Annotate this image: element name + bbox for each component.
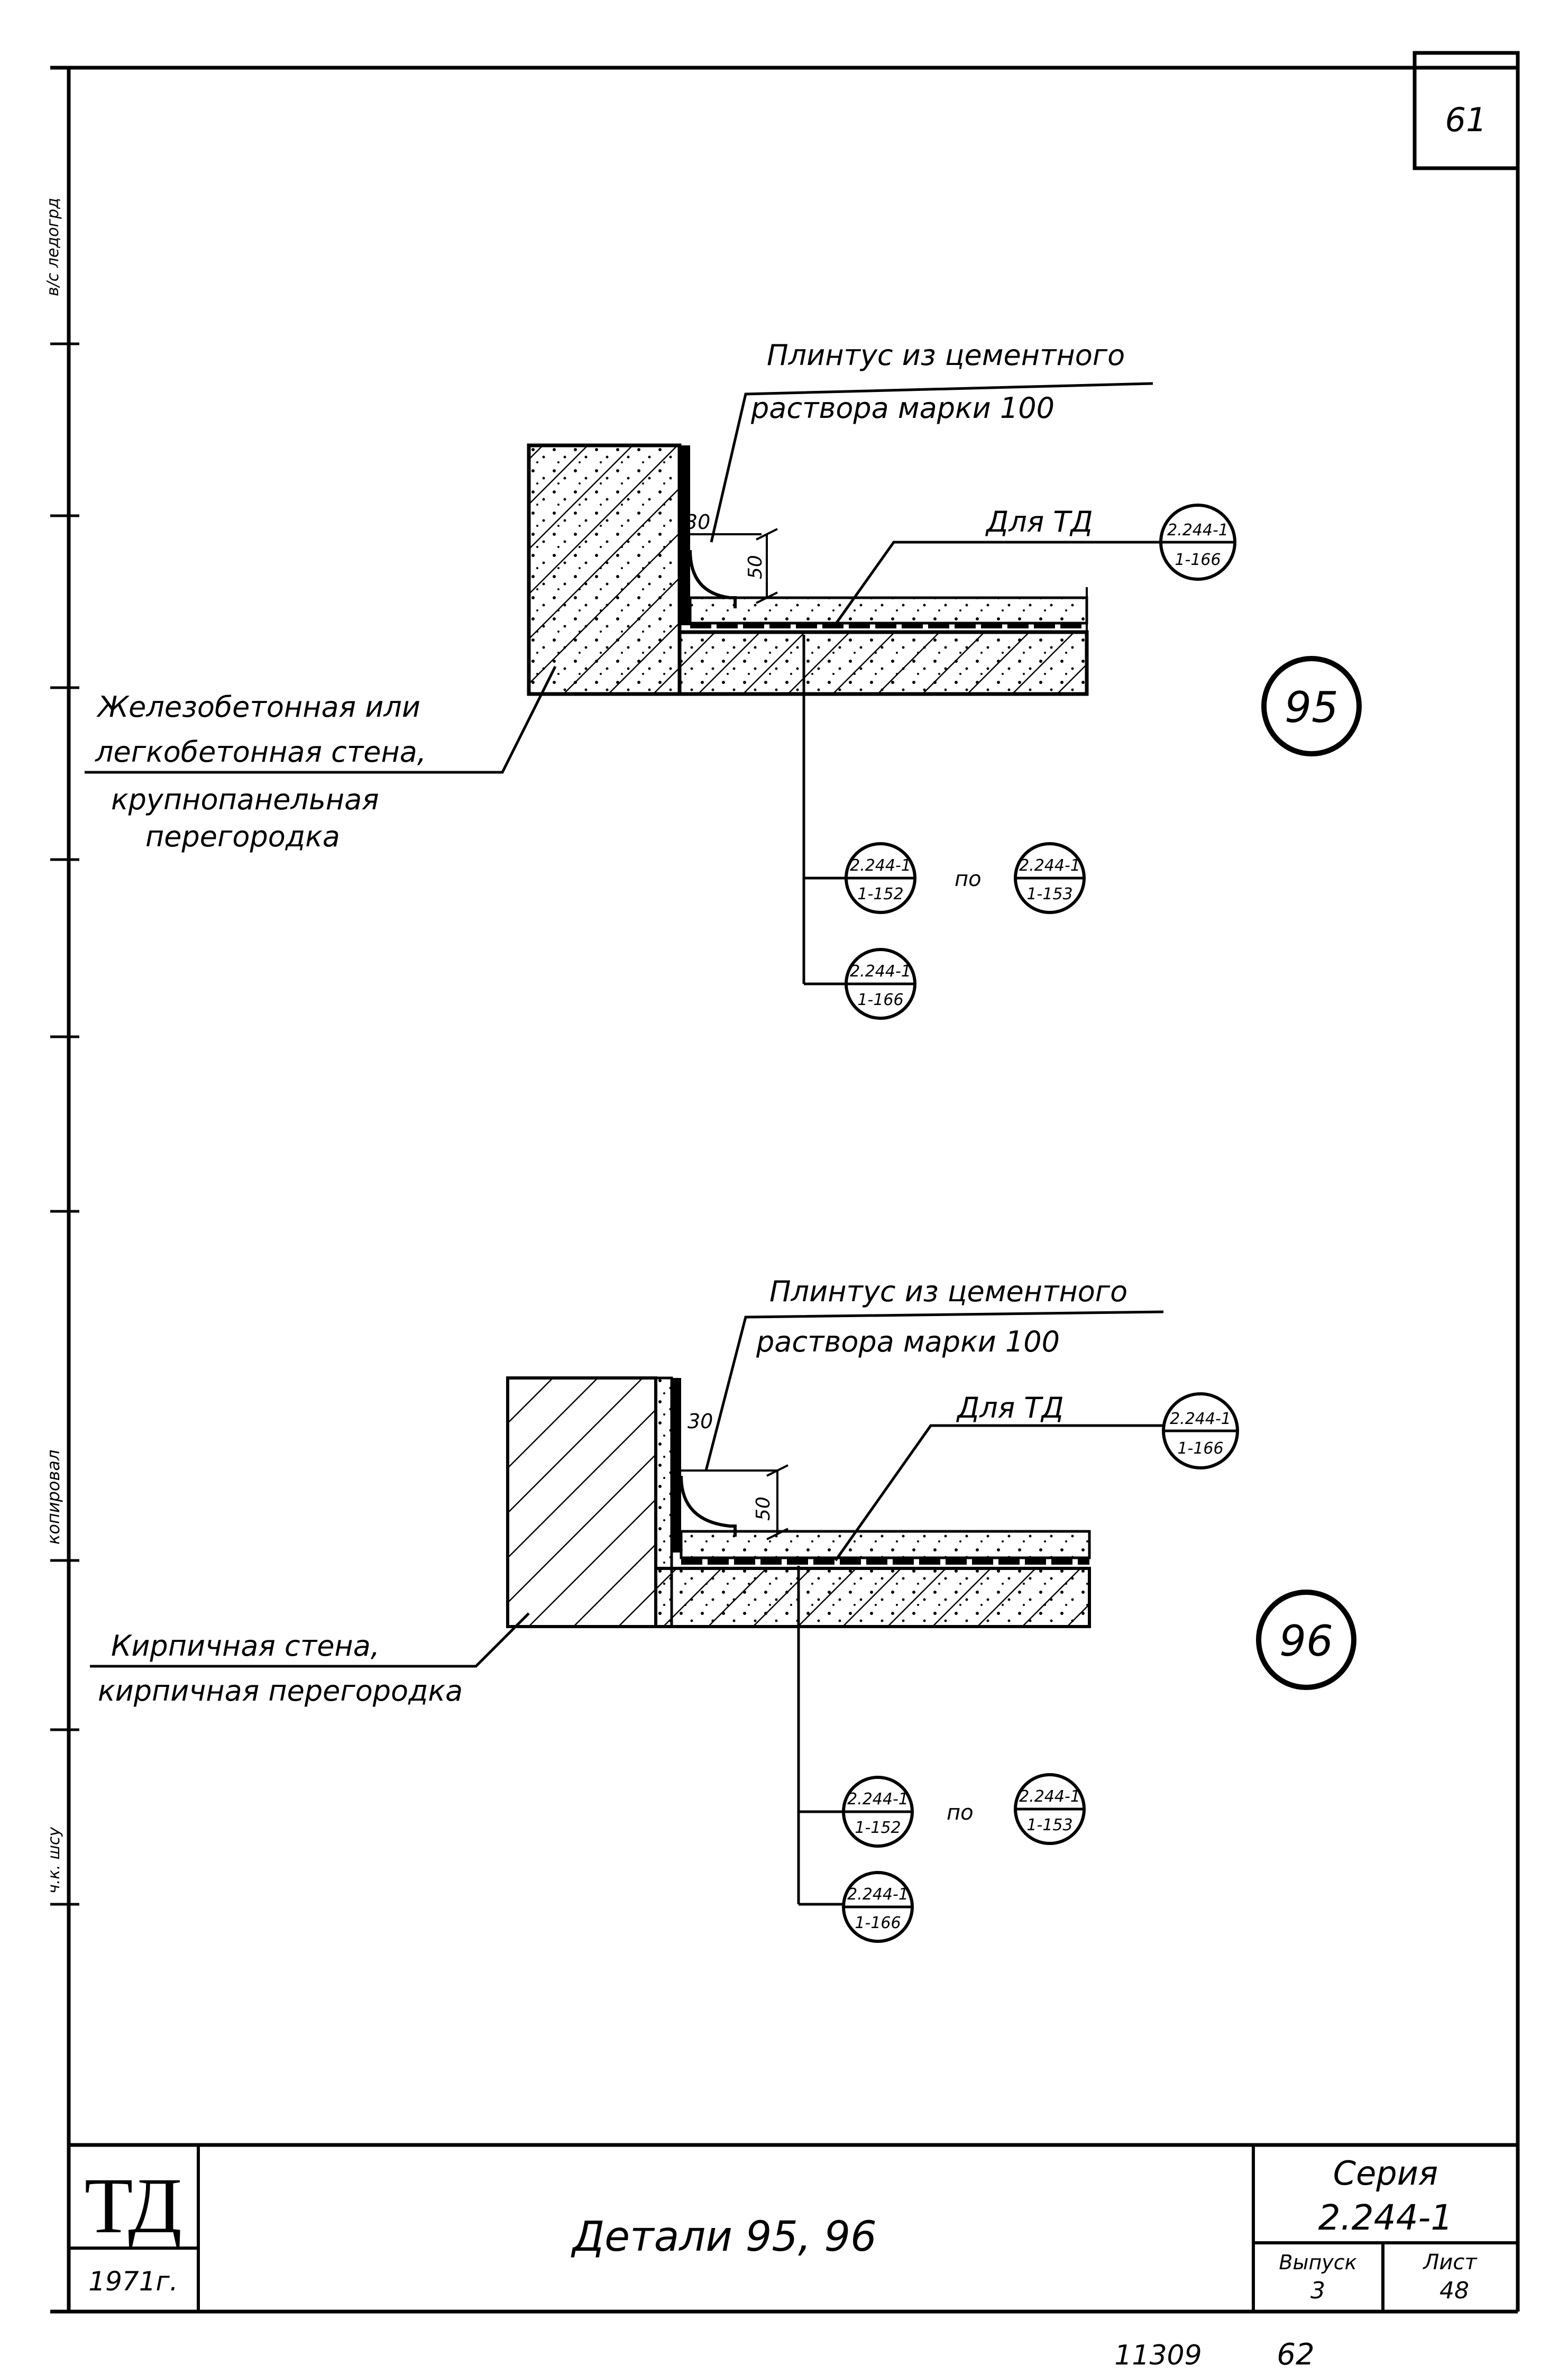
ref-td-top: 2.244-1	[1167, 521, 1228, 540]
ref-b-bottom: 1-153	[1026, 885, 1072, 903]
ref-c-bottom: 1-166	[855, 1914, 901, 1932]
sheet-frame	[50, 51, 1520, 2314]
svg-text:96: 96	[1279, 1617, 1333, 1666]
range-word: по	[955, 867, 982, 891]
ref-a-top: 2.244-1	[847, 1790, 909, 1809]
sheet-value: 48	[1439, 2277, 1469, 2304]
detail-96: 30 50 Плинтус из цементного раствора мар…	[90, 1275, 1356, 1943]
detail-number-96: 96	[1256, 1590, 1356, 1690]
wall-label-line4: перегородка	[145, 820, 340, 853]
ref-b-bottom: 1-153	[1026, 1816, 1072, 1834]
sheet-label: Лист	[1422, 2250, 1478, 2275]
dim-50: 50	[745, 555, 766, 579]
reference-circle-b: 2.244-1 1-153	[1014, 842, 1086, 914]
plinth-label-line2: раствора марки 100	[756, 1325, 1060, 1358]
plinth-leader	[704, 1310, 1164, 1471]
sheet-title: Детали 95, 96	[571, 2213, 877, 2261]
ref-td-bottom: 1-166	[1177, 1439, 1223, 1458]
wall-brick	[506, 1376, 657, 1628]
series-value: 2.244-1	[1318, 2197, 1453, 2238]
detail-95: 30 50 Плинтус из цементного раствора мар…	[85, 339, 1362, 1020]
reference-circle-td: 2.244-1 1-166	[1162, 1392, 1239, 1469]
plinth-leader	[710, 382, 1153, 543]
wall-leader	[85, 665, 557, 774]
plinth-label-line1: Плинтус из цементного	[767, 339, 1125, 372]
plinth-label-line1: Плинтус из цементного	[769, 1275, 1127, 1308]
ref-td-top: 2.244-1	[1170, 1410, 1231, 1428]
reference-circle-c: 2.244-1 1-166	[842, 1871, 914, 1943]
for-td-label: Для ТД	[956, 1391, 1064, 1425]
dim-50: 50	[753, 1496, 774, 1521]
plinth-label-line2: раствора марки 100	[750, 391, 1054, 425]
wall-label-line1: Железобетонная или	[96, 690, 420, 724]
for-td-leader	[834, 541, 1163, 625]
reference-circle-td: 2.244-1 1-166	[1159, 504, 1236, 581]
dim-30: 30	[685, 510, 710, 534]
wall-label-line2: кирпичная перегородка	[98, 1674, 463, 1708]
wall-label-line1: Кирпичная стена,	[111, 1629, 380, 1663]
wall-label-line2: легкобетонная стена,	[95, 735, 426, 769]
ref-a-bottom: 1-152	[857, 885, 903, 903]
ref-a-bottom: 1-152	[855, 1819, 901, 1837]
issue-value: 3	[1310, 2277, 1325, 2304]
ref-c-top: 2.244-1	[847, 1885, 909, 1904]
for-td-leader	[834, 1424, 1163, 1562]
reference-circle-b: 2.244-1 1-153	[1014, 1773, 1086, 1845]
margin-note-top: в/с ледогрд	[44, 198, 62, 296]
floor-screed	[680, 1530, 1091, 1559]
dim-30: 30	[687, 1410, 713, 1433]
ref-b-top: 2.244-1	[1019, 856, 1080, 875]
for-td-label: Для ТД	[985, 505, 1093, 538]
svg-text:95: 95	[1285, 683, 1338, 732]
bottom-page: 62	[1277, 2338, 1314, 2372]
ref-td-bottom: 1-166	[1175, 551, 1221, 569]
issue-label: Выпуск	[1279, 2251, 1356, 2274]
reference-circle-a: 2.244-1 1-152	[842, 1776, 914, 1848]
ref-c-bottom: 1-166	[857, 991, 903, 1009]
margin-note-middle: копировал	[43, 1450, 63, 1545]
ref-c-top: 2.244-1	[850, 962, 911, 981]
series-label: Серия	[1333, 2154, 1438, 2193]
wall-leader	[90, 1612, 530, 1668]
page-number: 61	[1445, 101, 1487, 139]
ref-b-top: 2.244-1	[1019, 1787, 1080, 1806]
title-block	[69, 2143, 1518, 2312]
reference-circle-c: 2.244-1 1-166	[845, 948, 916, 1020]
ref-a-top: 2.244-1	[850, 856, 911, 875]
org-stamp: ТД	[85, 2162, 182, 2250]
wall-label-line3: крупнопанельная	[111, 783, 379, 816]
detail-number-95: 95	[1261, 656, 1362, 756]
range-word: по	[947, 1801, 974, 1825]
bottom-code: 11309	[1114, 2340, 1202, 2371]
margin-note-bottom: ч.к. шсу	[45, 1827, 63, 1894]
reference-circle-a: 2.244-1 1-152	[845, 842, 916, 914]
year: 1971г.	[88, 2266, 178, 2297]
plinth-vertical	[672, 1378, 681, 1553]
floor-screed	[689, 596, 1088, 625]
